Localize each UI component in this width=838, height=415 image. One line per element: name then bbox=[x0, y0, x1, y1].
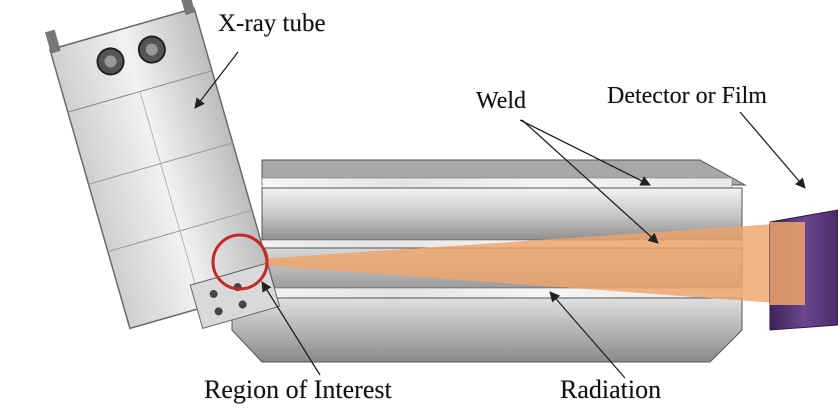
weld-arrow-upper bbox=[519, 119, 651, 186]
detector-arrow bbox=[739, 111, 806, 189]
radiation-arrow bbox=[549, 291, 626, 379]
region-of-interest-circle bbox=[211, 233, 269, 291]
detector-label: Detector or Film bbox=[607, 83, 767, 109]
weld-label: Weld bbox=[476, 88, 527, 114]
upper-plate bbox=[261, 187, 743, 241]
roi-arrow bbox=[261, 281, 321, 376]
xray-tube-label: X-ray tube bbox=[218, 10, 326, 37]
lower-plate bbox=[231, 297, 743, 363]
radiation-label: Radiation bbox=[560, 375, 662, 404]
weld-arrow-lower bbox=[521, 119, 659, 244]
region-of-interest-label: Region of Interest bbox=[204, 375, 392, 404]
xray-arrow bbox=[194, 51, 239, 109]
tube-window bbox=[189, 262, 281, 329]
pointer-arrows bbox=[194, 51, 806, 379]
beam-on-detector bbox=[770, 222, 805, 305]
detector-plate bbox=[769, 209, 838, 331]
upper-plate-stripe bbox=[261, 177, 733, 189]
xray-tube bbox=[44, 0, 281, 330]
